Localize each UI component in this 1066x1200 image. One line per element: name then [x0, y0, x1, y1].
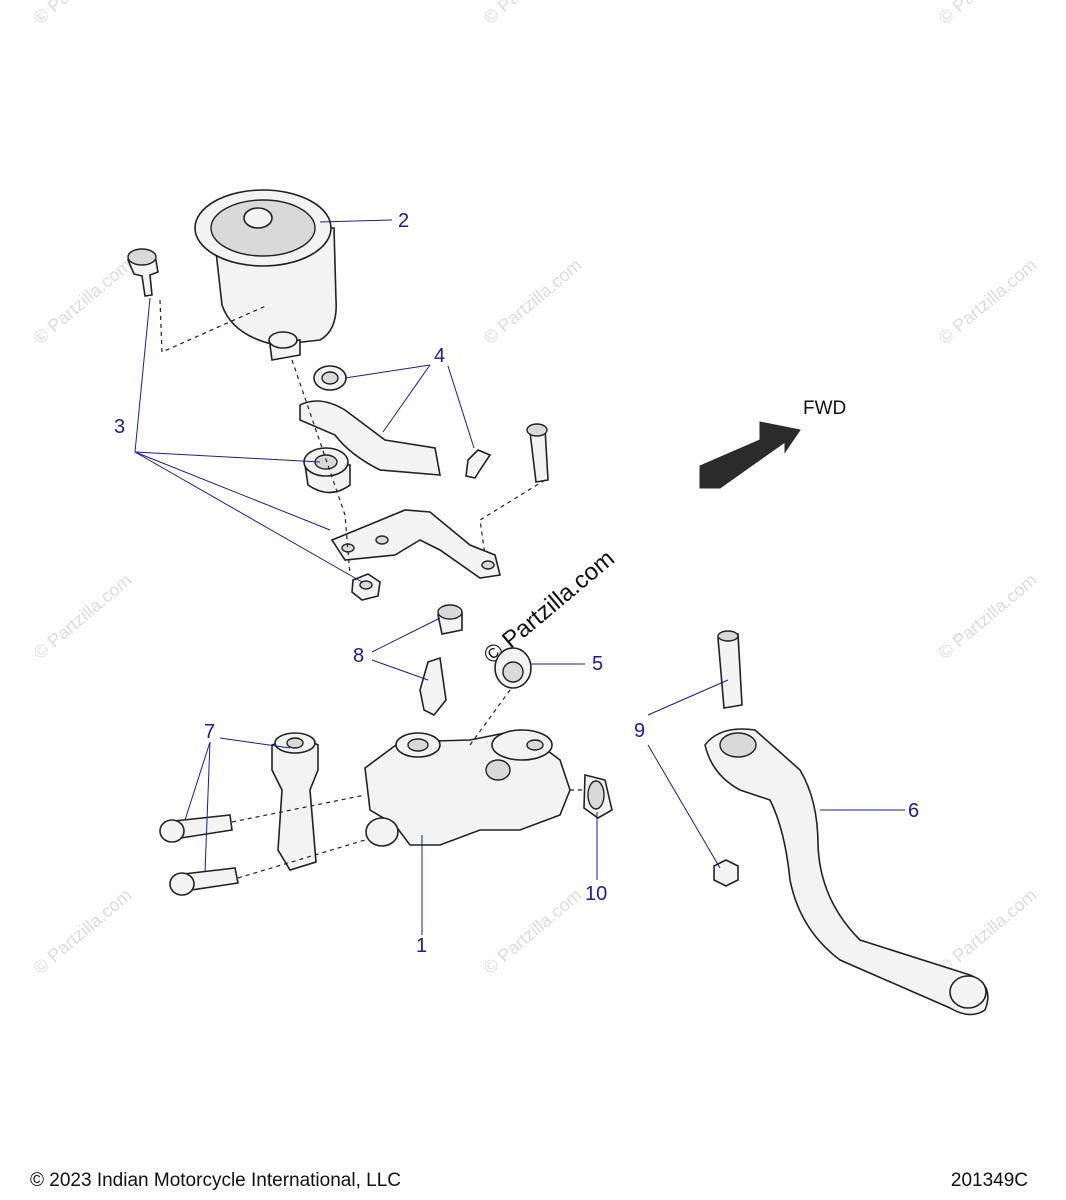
- drawing-number: 201349C: [950, 1170, 1028, 1191]
- boot-part: [583, 773, 613, 819]
- watermark: © Partzilla.com: [935, 255, 1041, 348]
- callout-5: 5: [592, 653, 603, 675]
- watermark: © Partzilla.com: [935, 570, 1041, 663]
- watermark: © Partzilla.com: [480, 255, 586, 348]
- watermark-center: © Partzilla.com: [479, 545, 620, 670]
- watermark: © Partzilla.com: [30, 885, 136, 978]
- callout-8: 8: [353, 645, 364, 667]
- watermark: © Partzilla.com: [935, 885, 1041, 978]
- hose-part: [299, 400, 441, 476]
- master-cylinder-part: [364, 729, 571, 847]
- callout-6: 6: [908, 800, 919, 822]
- nut-part: [351, 573, 381, 601]
- leader-lines: [134, 219, 905, 935]
- callout-9: 9: [634, 720, 645, 742]
- watermark: © Partzilla.com: [30, 255, 136, 348]
- watermark: © Partzilla.com: [935, 0, 1041, 28]
- bleeder-part: [419, 656, 447, 717]
- clamp-part: [271, 732, 319, 871]
- direction-label: FWD: [803, 398, 846, 419]
- pivot-nut-part: [713, 859, 739, 887]
- watermark: © Partzilla.com: [480, 0, 586, 28]
- lever-part: [704, 728, 989, 1016]
- forward-arrow-icon: [699, 421, 801, 489]
- watermark: © Partzilla.com: [30, 570, 136, 663]
- hose-clamp-part: [313, 365, 347, 391]
- callout-7: 7: [204, 721, 215, 743]
- bracket-screw-part: [526, 423, 549, 483]
- reservoir-part: [194, 189, 337, 361]
- switch-part: [494, 647, 532, 689]
- callout-10: 10: [585, 883, 607, 905]
- grommet-part: [303, 447, 351, 494]
- pivot-pin-part: [717, 630, 743, 709]
- bracket-part: [330, 509, 501, 579]
- callout-2: 2: [398, 210, 409, 232]
- clip-part: [465, 449, 492, 479]
- assembly-lines: [159, 299, 585, 879]
- callout-1: 1: [416, 935, 427, 957]
- watermark: © Partzilla.com: [480, 885, 586, 978]
- callout-4: 4: [434, 345, 445, 367]
- callout-3: 3: [114, 416, 125, 438]
- clamp-screw-lower-part: [169, 867, 239, 896]
- screw-part: [127, 248, 159, 297]
- bleed-cap-part: [437, 604, 463, 635]
- clamp-screw-upper-part: [159, 814, 233, 843]
- watermark: © Partzilla.com: [30, 0, 136, 28]
- copyright-notice: © 2023 Indian Motorcycle International, …: [30, 1170, 401, 1191]
